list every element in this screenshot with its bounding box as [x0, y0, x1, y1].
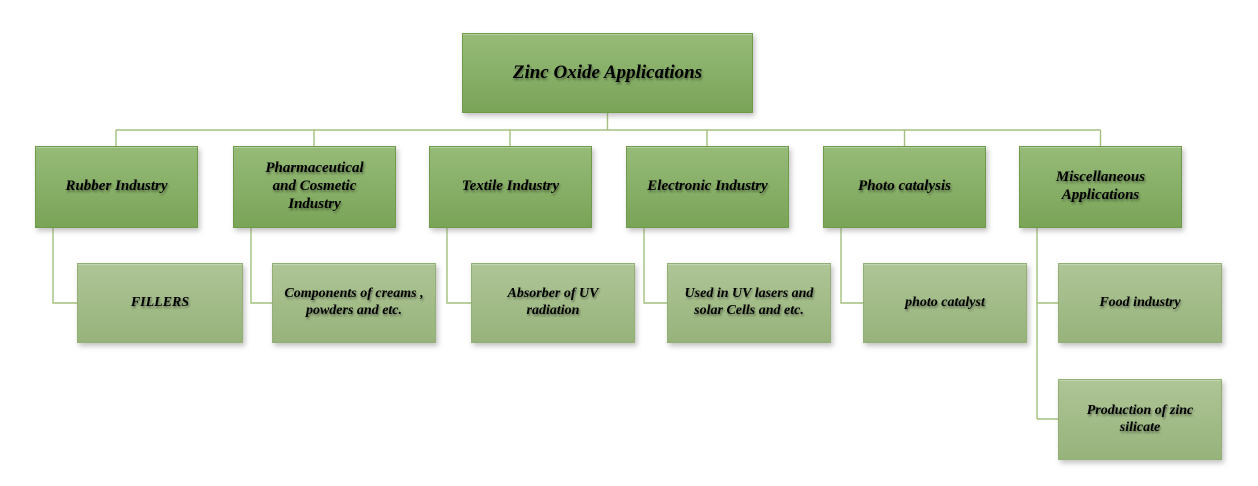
node-label: Food industry	[1099, 294, 1181, 310]
node-label: Components of creams , powders and etc.	[284, 286, 424, 318]
textile-child-elbow	[446, 228, 471, 304]
pharma-child-elbow	[250, 228, 272, 304]
node-photo-catalyst: photo catalyst	[863, 263, 1027, 343]
node-fillers: FILLERS	[77, 263, 243, 343]
node-label: FILLERS	[130, 294, 190, 310]
node-label: Production of zinc silicate	[1086, 402, 1194, 435]
node-absorber-of-uv-radiation: Absorber of UV radiation	[471, 263, 635, 343]
branch-drop-lines	[115, 130, 1102, 146]
node-label: Rubber Industry	[65, 178, 168, 195]
node-label: Miscellaneous Applications	[1055, 169, 1146, 203]
node-photo-catalysis: Photo catalysis	[823, 146, 986, 228]
node-food-industry: Food industry	[1058, 263, 1222, 343]
node-label: photo catalyst	[905, 294, 985, 310]
electronic-child-elbow	[643, 228, 667, 304]
root-node-zinc-oxide-applications: Zinc Oxide Applications	[462, 33, 753, 113]
node-label: Pharmaceutical and Cosmetic Industry	[265, 160, 364, 212]
node-label: Absorber of UV radiation	[507, 286, 599, 318]
node-miscellaneous-applications: Miscellaneous Applications	[1019, 146, 1182, 228]
node-label: Photo catalysis	[858, 178, 951, 195]
node-label: Used in UV lasers and solar Cells and et…	[684, 286, 814, 318]
node-production-of-zinc-silicate: Production of zinc silicate	[1058, 379, 1222, 460]
node-label: Electronic Industry	[647, 178, 768, 195]
root-node-label: Zinc Oxide Applications	[512, 61, 703, 83]
node-label: Textile Industry	[461, 178, 560, 195]
node-rubber-industry: Rubber Industry	[35, 146, 198, 228]
node-used-in-uv-lasers-solar-cells: Used in UV lasers and solar Cells and et…	[667, 263, 831, 343]
misc-children-elbows	[1036, 228, 1058, 420]
photo-child-elbow	[840, 228, 863, 304]
node-textile-industry: Textile Industry	[429, 146, 592, 228]
rubber-child-elbow	[52, 228, 77, 304]
node-electronic-industry: Electronic Industry	[626, 146, 789, 228]
node-pharmaceutical-cosmetic-industry: Pharmaceutical and Cosmetic Industry	[233, 146, 396, 228]
node-components-of-creams-powders: Components of creams , powders and etc.	[272, 263, 436, 343]
